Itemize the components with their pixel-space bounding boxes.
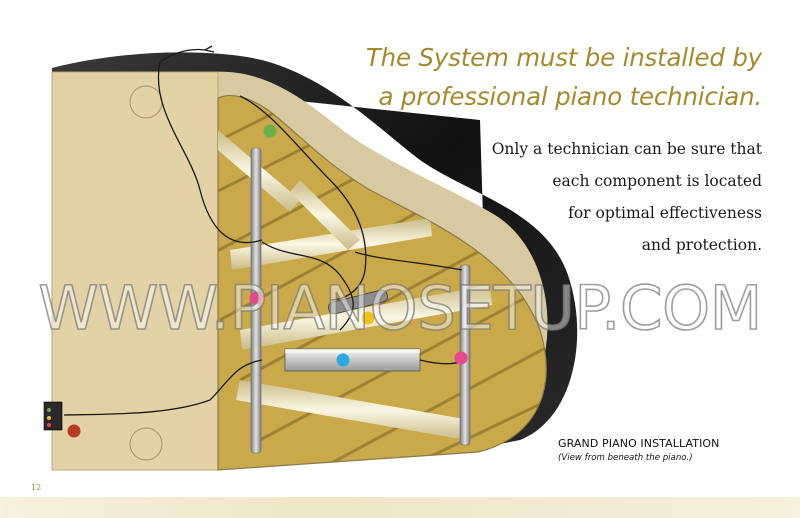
body-line-4: and protection. — [641, 236, 762, 254]
body-line-2: each component is located — [552, 172, 762, 190]
cable — [63, 359, 263, 416]
headline: The System must be installed by a profes… — [342, 38, 762, 116]
marker-pink-right — [454, 351, 468, 365]
cable — [261, 241, 354, 331]
caption-title: GRAND PIANO INSTALLATION — [558, 437, 720, 450]
marker-green — [263, 124, 277, 138]
marker-yellow — [361, 311, 375, 325]
footer-band — [0, 497, 800, 518]
power-cord — [159, 48, 206, 63]
cable — [354, 251, 463, 271]
headline-line-1: The System must be installed by — [365, 43, 762, 72]
body-paragraph: Only a technician can be sure that each … — [402, 133, 762, 261]
leg-plate-bottom — [129, 427, 163, 461]
controller-box — [43, 401, 63, 431]
marker-cyan — [336, 353, 350, 367]
marker-red — [67, 424, 81, 438]
watermark: WWW.PIANOSETUP.COM — [37, 273, 763, 345]
piano-case-rim — [52, 52, 578, 446]
body-line-1: Only a technician can be sure that — [491, 140, 762, 158]
marker-pink-left — [249, 291, 263, 305]
beam — [230, 218, 432, 270]
page-number: 12 — [31, 483, 42, 492]
cable — [157, 61, 263, 244]
beam — [290, 180, 360, 250]
cable — [239, 95, 367, 301]
keybed-panel — [52, 72, 218, 470]
headline-line-2: a professional piano technician. — [378, 82, 763, 111]
humidistat-tube — [328, 289, 388, 315]
beam — [236, 380, 470, 440]
body-line-3: for optimal effectiveness — [568, 204, 762, 222]
caption-subtitle: (View from beneath the piano.) — [558, 453, 693, 463]
